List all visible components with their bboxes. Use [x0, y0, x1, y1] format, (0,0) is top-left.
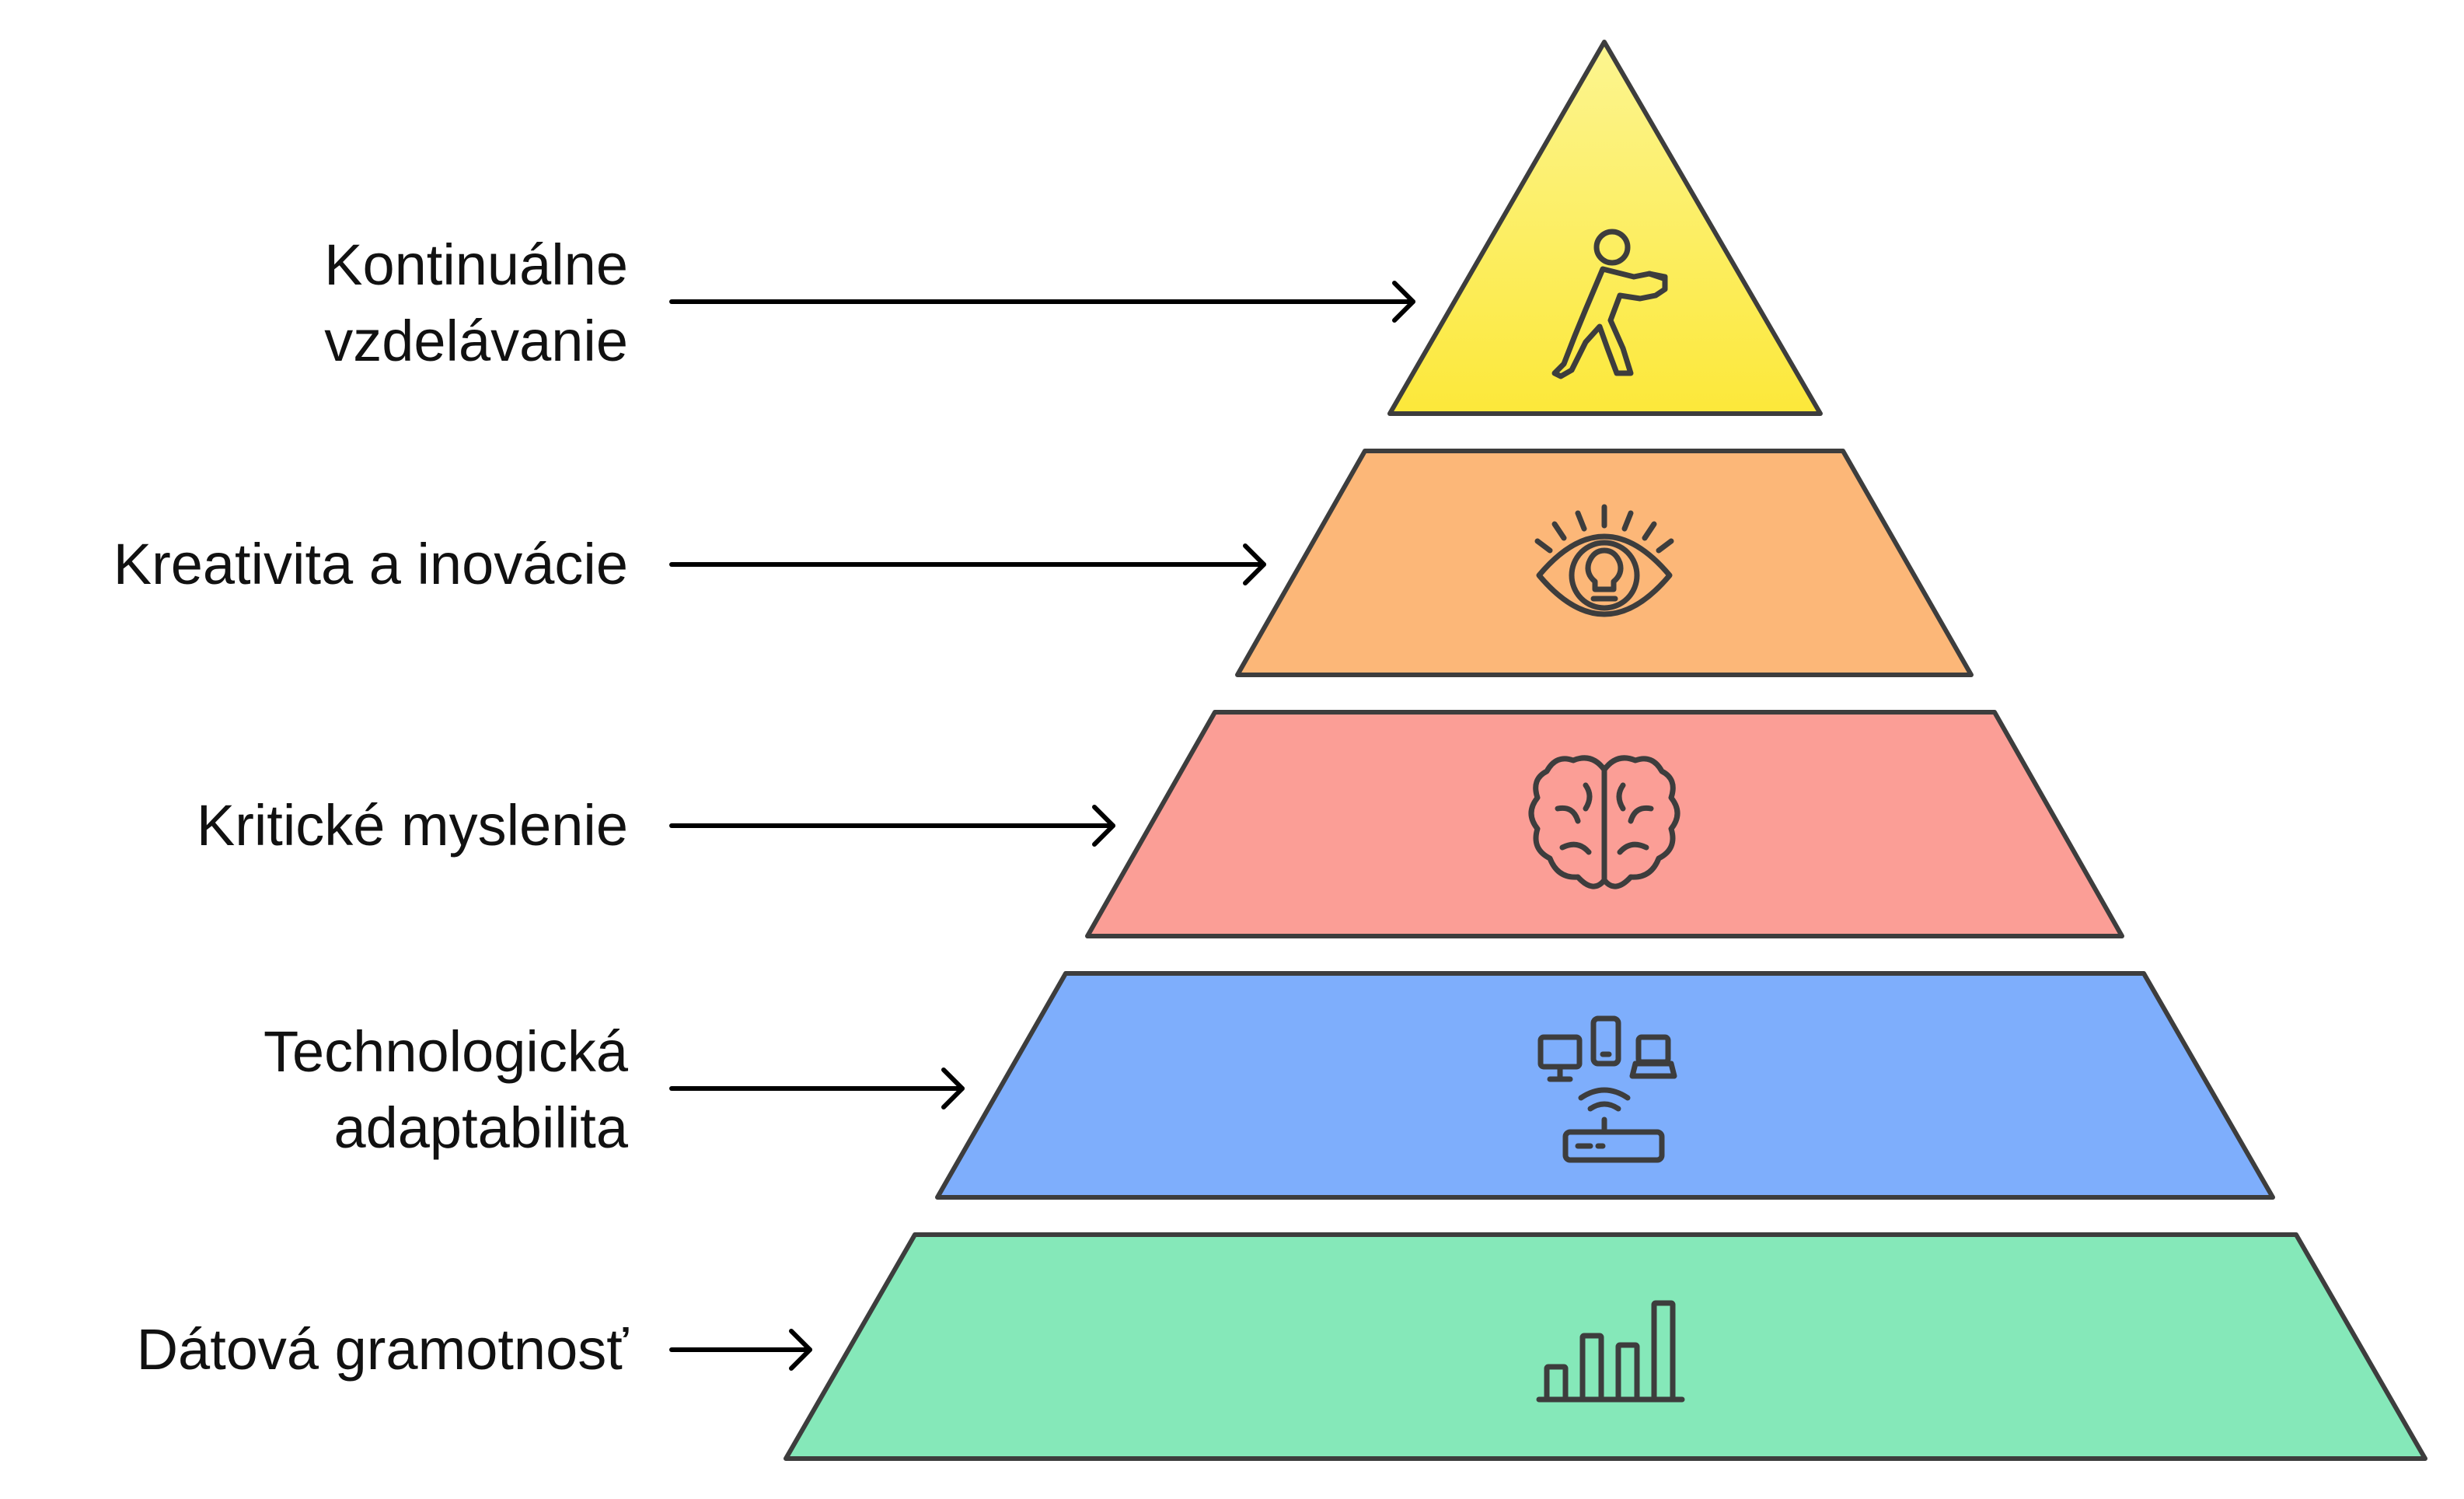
bar-chart-icon: [1536, 1300, 1685, 1403]
label-technologicka-adaptabilita: Technologická adaptabilita: [264, 1014, 628, 1166]
devices-router-icon: [1537, 1015, 1677, 1163]
label-kriticke-myslenie: Kritické myslenie: [197, 788, 628, 864]
label-kontinualne-vzdelavanie: Kontinuálne vzdelávanie: [324, 227, 628, 379]
label-line: adaptabilita: [333, 1095, 628, 1160]
brain-icon: [1528, 755, 1680, 889]
label-line: Technologická: [264, 1019, 628, 1084]
label-line: Kontinuálne: [324, 232, 628, 297]
label-datova-gramotnost: Dátová gramotnosť: [137, 1312, 628, 1388]
label-line: Dátová gramotnosť: [136, 1317, 628, 1382]
pyramid-level-kreativita-a-inovacie: [1235, 449, 1974, 677]
label-line: vzdelávanie: [324, 309, 628, 373]
pyramid-level-kontinualne-vzdelavanie: [1387, 40, 1823, 416]
eye-lightbulb-icon: [1534, 504, 1674, 617]
label-kreativita-a-inovacie: Kreativita a inovácie: [113, 526, 628, 603]
arrow-kriticke-myslenie: [669, 805, 1115, 847]
pyramid-level-technologicka-adaptabilita: [935, 971, 2275, 1200]
label-line: Kreativita a inovácie: [113, 532, 628, 596]
arrow-kontinualne-vzdelavanie: [669, 281, 1415, 323]
arrow-technologicka-adaptabilita: [669, 1067, 965, 1109]
person-running-icon: [1551, 229, 1668, 379]
arrow-datova-gramotnost: [669, 1329, 812, 1371]
arrow-kreativita-a-inovacie: [669, 543, 1266, 585]
label-line: Kritické myslenie: [196, 793, 628, 858]
pyramid-level-datova-gramotnost: [784, 1232, 2427, 1461]
